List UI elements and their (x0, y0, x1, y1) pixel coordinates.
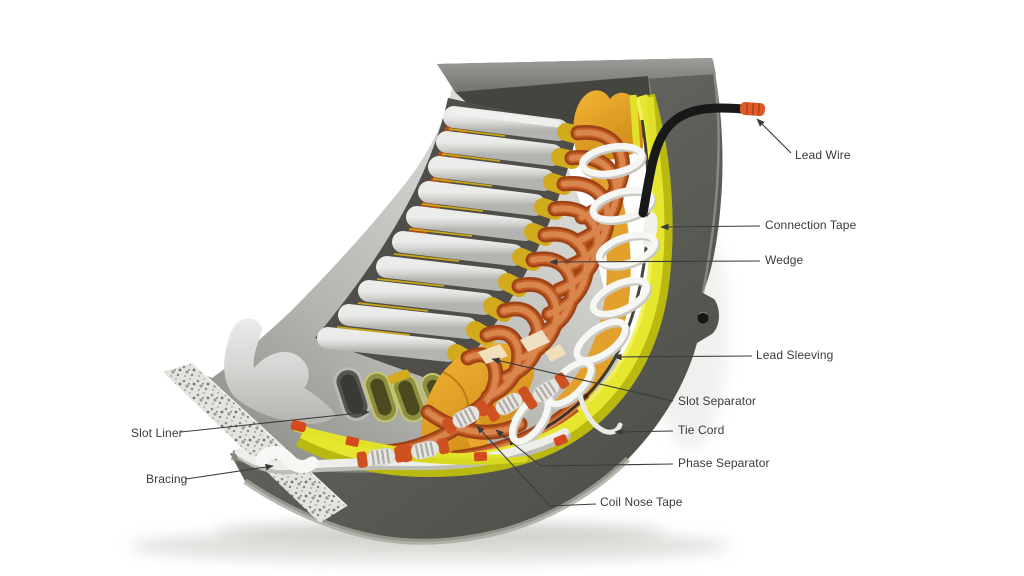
housing-top-face (437, 58, 716, 92)
tooth (317, 327, 459, 362)
tooth (358, 280, 495, 315)
leader-lead-wire (756, 118, 792, 154)
tooth (443, 106, 569, 141)
tooth (392, 231, 524, 266)
label-wedge: Wedge (765, 253, 804, 267)
label-tie-cord: Tie Cord (678, 423, 725, 437)
connection-tape-sheet (573, 90, 643, 161)
lamination-teeth (317, 106, 569, 362)
leader-lines (180, 118, 792, 507)
lamination-cut-face (163, 362, 348, 523)
label-slot-separator: Slot Separator (678, 394, 757, 408)
slot-liner-edges (336, 128, 506, 336)
lead-wire (638, 102, 766, 218)
label-phase-separator: Phase Separator (678, 456, 770, 470)
label-lead-sleeving: Lead Sleeving (756, 348, 834, 362)
leader-slot-liner (180, 409, 370, 433)
leader-coil-nose-tape (476, 425, 597, 507)
leader-connection-tape (660, 223, 761, 231)
leader-wedge (549, 258, 761, 266)
label-bracing: Bracing (146, 472, 188, 486)
housing-outer-rim-light (243, 456, 631, 545)
slot-liner-target (363, 371, 399, 423)
slot-liners (333, 367, 459, 423)
slot-separators (478, 330, 566, 364)
top-tooth-highlight (452, 107, 562, 128)
bolt-hole (697, 312, 709, 324)
tooth (376, 256, 510, 291)
tooth (338, 304, 478, 339)
label-slot-liner: Slot Liner (131, 426, 183, 440)
bracing-knot (255, 445, 319, 473)
tooth (436, 131, 563, 166)
end-tooth-profile (224, 318, 336, 424)
leader-tie-cord (614, 428, 674, 436)
tooth (406, 206, 536, 241)
leader-phase-separator (495, 429, 674, 467)
bolt-hole-highlight (698, 311, 708, 315)
leader-bracing (185, 463, 274, 480)
tooth (418, 181, 546, 216)
label-coil-nose-tape: Coil Nose Tape (600, 495, 683, 509)
leader-slot-separator (491, 357, 674, 402)
label-connection-tape: Connection Tape (765, 218, 857, 232)
housing-right-edge-light (701, 59, 720, 294)
leader-lead-sleeving (613, 353, 753, 361)
tooth (428, 156, 555, 191)
coil-nose-sleeves (356, 372, 570, 468)
wedge-in-slot (388, 369, 411, 384)
label-lead-wire: Lead Wire (795, 148, 851, 162)
lead-wire-terminal (739, 102, 766, 117)
